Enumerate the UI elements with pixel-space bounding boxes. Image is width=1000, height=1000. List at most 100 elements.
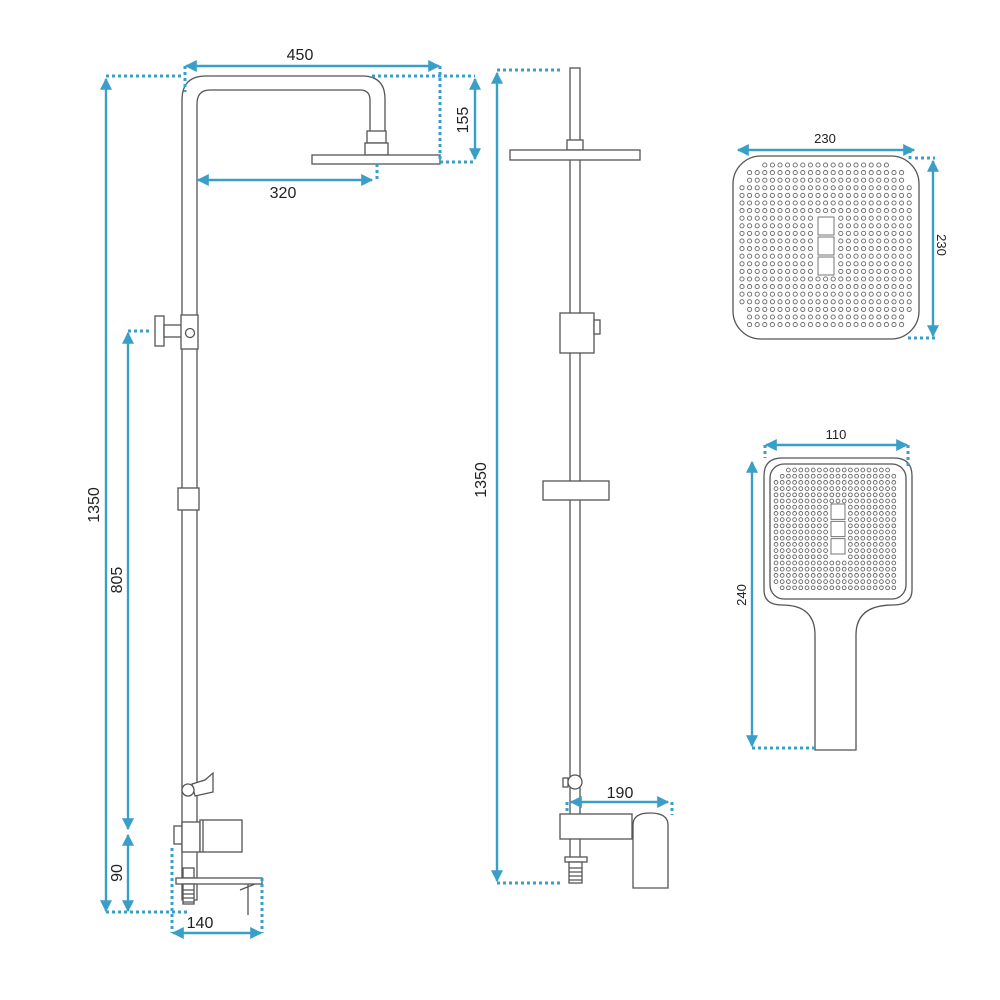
nozzle-dot bbox=[804, 579, 810, 584]
nozzle-dot bbox=[891, 185, 897, 191]
nozzle-dot bbox=[807, 215, 813, 221]
nozzle-dot bbox=[779, 492, 785, 498]
nozzle-dot bbox=[861, 230, 867, 236]
nozzle-dot bbox=[830, 177, 836, 183]
nozzle-dot bbox=[739, 215, 745, 221]
nozzle-dot bbox=[899, 322, 905, 328]
nozzle-dot bbox=[866, 492, 872, 498]
nozzle-dot bbox=[762, 253, 768, 259]
nozzle-dot bbox=[883, 291, 889, 297]
nozzle-dot bbox=[807, 306, 813, 312]
nozzle-dot bbox=[883, 192, 889, 198]
nozzle-dot bbox=[807, 299, 813, 305]
nozzle-dot bbox=[891, 238, 897, 244]
nozzle-dot bbox=[906, 185, 912, 191]
nozzle-dot bbox=[872, 498, 878, 504]
nozzle-dot bbox=[798, 573, 804, 578]
nozzle-dot bbox=[792, 467, 797, 473]
nozzle-dot bbox=[860, 566, 866, 572]
nozzle-dot bbox=[792, 253, 798, 259]
nozzle-dot bbox=[747, 322, 753, 328]
nozzle-dot bbox=[804, 504, 810, 510]
nozzle-dot bbox=[854, 473, 859, 479]
left-shower-column bbox=[154, 75, 441, 915]
nozzle-dot bbox=[769, 223, 775, 229]
nozzle-dot bbox=[823, 492, 828, 498]
riser-pipe-side bbox=[569, 67, 581, 859]
pipe-clamp bbox=[177, 487, 200, 511]
nozzle-dot bbox=[838, 177, 844, 183]
nozzle-dot bbox=[883, 185, 889, 191]
nozzle-dot bbox=[835, 560, 841, 566]
nozzle-dot bbox=[866, 480, 872, 485]
nozzle-dot bbox=[891, 200, 897, 206]
nozzle-dot bbox=[792, 276, 798, 282]
nozzle-dot bbox=[860, 554, 866, 560]
nozzle-dot bbox=[823, 535, 828, 541]
nozzle-dot bbox=[853, 170, 859, 176]
nozzle-dot bbox=[854, 542, 859, 547]
nozzle-dot bbox=[773, 535, 779, 541]
nozzle-dot bbox=[848, 473, 853, 479]
nozzle-dot bbox=[853, 238, 859, 244]
nozzle-dot bbox=[739, 291, 745, 297]
nozzle-dot bbox=[891, 208, 897, 214]
nozzle-dot bbox=[885, 573, 890, 578]
nozzle-dot bbox=[785, 246, 791, 252]
nozzle-dot bbox=[823, 579, 828, 584]
nozzle-dot bbox=[747, 299, 753, 305]
nozzle-dot bbox=[838, 238, 844, 244]
nozzle-dot bbox=[829, 467, 835, 473]
nozzle-dot bbox=[883, 276, 889, 282]
nozzle-dot bbox=[835, 573, 841, 578]
nozzle-dot bbox=[798, 560, 804, 566]
nozzle-dot bbox=[804, 517, 810, 522]
nozzle-dot bbox=[792, 268, 798, 274]
nozzle-dot bbox=[823, 560, 828, 566]
nozzle-dot bbox=[883, 223, 889, 229]
nozzle-dot bbox=[879, 492, 884, 498]
nozzle-dot bbox=[841, 467, 847, 473]
nozzle-dot bbox=[807, 291, 813, 297]
nozzle-dot bbox=[861, 192, 867, 198]
nozzle-dot bbox=[841, 480, 847, 485]
nozzle-dot bbox=[777, 299, 783, 305]
nozzle-dot bbox=[823, 192, 829, 198]
nozzle-dot bbox=[848, 529, 853, 535]
nozzle-dot bbox=[899, 276, 905, 282]
nozzle-dot bbox=[876, 276, 882, 282]
nozzle-dot bbox=[739, 276, 745, 282]
nozzle-dot bbox=[876, 253, 882, 259]
nozzle-dot bbox=[747, 200, 753, 206]
nozzle-dot bbox=[773, 542, 779, 547]
nozzle-dot bbox=[879, 480, 884, 485]
nozzle-dot bbox=[777, 306, 783, 312]
dim-155-label: 155 bbox=[455, 107, 472, 134]
nozzle-dot bbox=[762, 314, 768, 320]
nozzle-dot bbox=[891, 585, 897, 591]
nozzle-dot bbox=[854, 480, 859, 485]
nozzle-dot bbox=[800, 291, 806, 297]
nozzle-dot bbox=[754, 215, 760, 221]
nozzle-dot bbox=[883, 162, 889, 168]
nozzle-dot bbox=[792, 535, 797, 541]
nozzle-dot bbox=[879, 473, 884, 479]
nozzle-dot bbox=[823, 523, 828, 529]
nozzle-dot bbox=[815, 299, 821, 305]
nozzle-dot bbox=[853, 192, 859, 198]
nozzle-dot bbox=[891, 268, 897, 274]
nozzle-dot bbox=[845, 306, 851, 312]
nozzle-dot bbox=[866, 542, 872, 547]
nozzle-dot bbox=[754, 299, 760, 305]
nozzle-dot bbox=[861, 314, 867, 320]
nozzle-dot bbox=[868, 208, 874, 214]
nozzle-dot bbox=[792, 511, 797, 516]
nozzle-dot bbox=[838, 185, 844, 191]
nozzle-dot bbox=[906, 223, 912, 229]
nozzle-dot bbox=[891, 192, 897, 198]
dim-1350-middle-label: 1350 bbox=[473, 462, 490, 498]
nozzle-dot bbox=[868, 177, 874, 183]
nozzle-dot bbox=[785, 200, 791, 206]
nozzle-dot bbox=[885, 473, 890, 479]
nozzle-dot bbox=[786, 542, 791, 547]
